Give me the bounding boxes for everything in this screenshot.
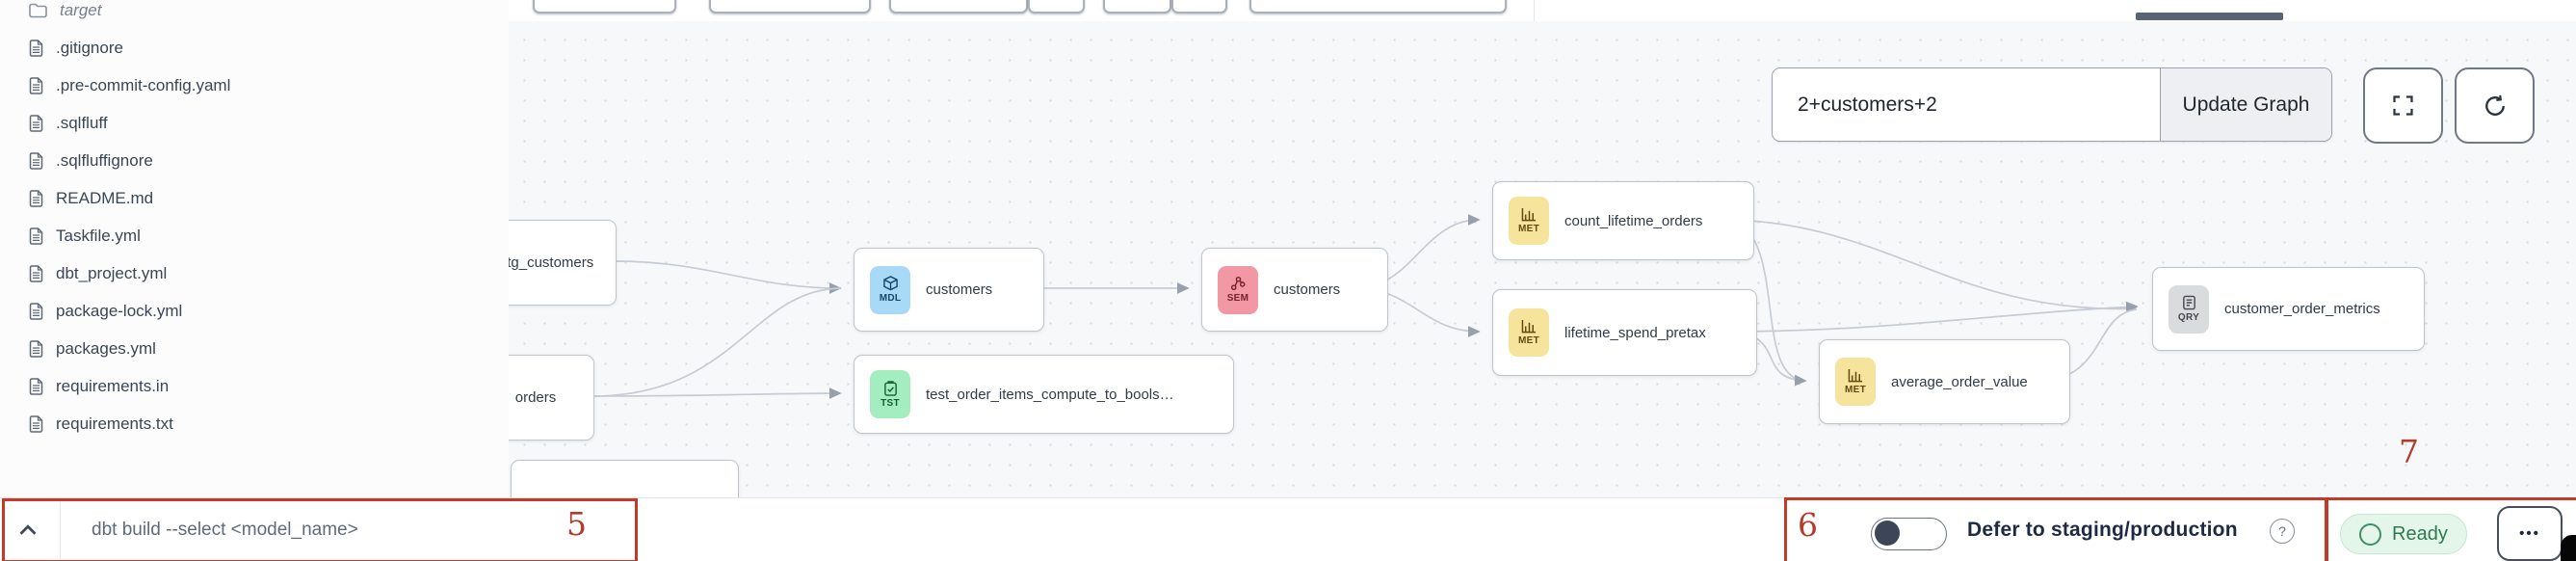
test-badge-icon: TST <box>870 370 910 418</box>
command-input[interactable]: dbt build --select <model_name> <box>92 520 358 540</box>
defer-toggle[interactable] <box>1871 518 1947 550</box>
node-customer-order-metrics[interactable]: QRY customer_order_metrics <box>2152 267 2425 351</box>
file-explorer: target .gitignore <box>0 0 510 497</box>
expand-panel-button[interactable] <box>13 516 42 549</box>
status-badge[interactable]: Ready <box>2340 514 2467 554</box>
divider <box>60 498 61 561</box>
folder-item-target[interactable]: target <box>0 0 509 29</box>
file-icon <box>29 264 43 282</box>
status-label: Ready <box>2392 522 2448 545</box>
node-cutoff[interactable] <box>511 460 739 497</box>
file-item[interactable]: .sqlfluffignore <box>0 142 509 179</box>
file-icon <box>29 39 43 57</box>
command-bar: dbt build --select <model_name> Defer to… <box>0 497 2576 561</box>
folder-icon <box>29 3 47 18</box>
defer-label: Defer to staging/production <box>1967 519 2238 541</box>
file-item[interactable]: requirements.txt <box>0 405 509 442</box>
node-customers-semantic[interactable]: SEM customers <box>1201 248 1388 332</box>
file-label: README.md <box>56 188 154 207</box>
file-label: .gitignore <box>56 38 123 57</box>
file-item[interactable]: dbt_project.yml <box>0 254 509 292</box>
file-icon <box>29 76 43 94</box>
file-label: dbt_project.yml <box>56 263 168 282</box>
node-lifetime-spend-pretax[interactable]: MET lifetime_spend_pretax <box>1492 289 1757 376</box>
update-graph-button[interactable]: Update Graph <box>2160 68 2331 141</box>
metric-badge-icon: MET <box>1835 358 1876 406</box>
file-rows: .gitignore .pre-commit-config.yaml <box>0 29 509 442</box>
file-item[interactable]: Taskfile.yml <box>0 217 509 254</box>
file-item[interactable]: README.md <box>0 179 509 217</box>
file-label: .sqlfluffignore <box>56 150 153 170</box>
node-test-order-items[interactable]: TST test_order_items_compute_to_bools… <box>854 355 1234 434</box>
fullscreen-button[interactable] <box>2363 67 2443 144</box>
editor-toolbar-strip <box>509 0 2576 22</box>
semantic-badge-icon: SEM <box>1218 265 1258 314</box>
file-item[interactable]: .gitignore <box>0 29 509 67</box>
file-item[interactable]: requirements.in <box>0 367 509 405</box>
file-label: requirements.in <box>56 376 170 395</box>
more-options-button[interactable]: ••• <box>2497 506 2563 561</box>
file-label: Taskfile.yml <box>56 226 141 245</box>
toolbar-button-partial[interactable] <box>533 0 676 13</box>
lineage-canvas[interactable]: stg_customers orders MDL customers <box>509 21 2576 497</box>
chevron-up-icon <box>19 524 37 535</box>
pane-divider <box>1534 0 1535 21</box>
file-label: packages.yml <box>56 338 156 358</box>
selector-input[interactable]: 2+customers+2 <box>1773 68 2160 141</box>
file-list: target .gitignore <box>0 0 509 442</box>
popup-corner <box>2561 535 2576 561</box>
file-item[interactable]: packages.yml <box>0 330 509 367</box>
toolbar-button-partial[interactable] <box>889 0 1028 13</box>
file-label: package-lock.yml <box>56 301 183 320</box>
node-customers-model[interactable]: MDL customers <box>854 248 1044 332</box>
folder-label: target <box>60 0 102 19</box>
annotation-number-7: 7 <box>2399 433 2419 470</box>
file-label: .sqlfluff <box>56 113 108 132</box>
file-icon <box>29 414 43 433</box>
file-item[interactable]: .pre-commit-config.yaml <box>0 67 509 104</box>
file-icon <box>29 114 43 132</box>
toolbar-button-partial[interactable] <box>1249 0 1507 13</box>
file-label: .pre-commit-config.yaml <box>56 75 231 94</box>
file-icon <box>29 339 43 358</box>
toolbar-button-partial[interactable] <box>1103 0 1171 13</box>
file-icon <box>29 227 43 245</box>
metric-badge-icon: MET <box>1509 308 1549 357</box>
metric-badge-icon: MET <box>1509 197 1549 245</box>
annotation-number-6: 6 <box>1798 506 1818 544</box>
file-label: requirements.txt <box>56 414 173 433</box>
annotation-number-5: 5 <box>566 505 587 543</box>
node-orders[interactable]: orders <box>509 355 594 441</box>
node-count-lifetime-orders[interactable]: MET count_lifetime_orders <box>1492 181 1754 260</box>
file-item[interactable]: package-lock.yml <box>0 292 509 330</box>
help-icon[interactable]: ? <box>2270 519 2295 544</box>
toolbar-button-partial[interactable] <box>1171 0 1227 13</box>
toggle-knob <box>1875 521 1900 546</box>
file-icon <box>29 151 43 170</box>
file-icon <box>29 189 43 207</box>
model-badge-icon: MDL <box>870 265 910 314</box>
refresh-button[interactable] <box>2455 67 2535 144</box>
active-tab-indicator <box>2136 13 2283 20</box>
file-icon <box>29 377 43 395</box>
file-item[interactable]: .sqlfluff <box>0 104 509 142</box>
toolbar-button-partial[interactable] <box>709 0 871 13</box>
refresh-icon <box>2484 94 2505 116</box>
query-badge-icon: QRY <box>2169 284 2209 334</box>
node-stg-customers[interactable]: stg_customers <box>509 220 617 306</box>
graph-selector-group: 2+customers+2 Update Graph <box>1772 67 2332 142</box>
fullscreen-icon <box>2393 95 2413 116</box>
node-average-order-value[interactable]: MET average_order_value <box>1819 339 2070 424</box>
toolbar-button-partial[interactable] <box>1028 0 1085 13</box>
file-icon <box>29 302 43 320</box>
status-circle-icon <box>2359 522 2381 546</box>
